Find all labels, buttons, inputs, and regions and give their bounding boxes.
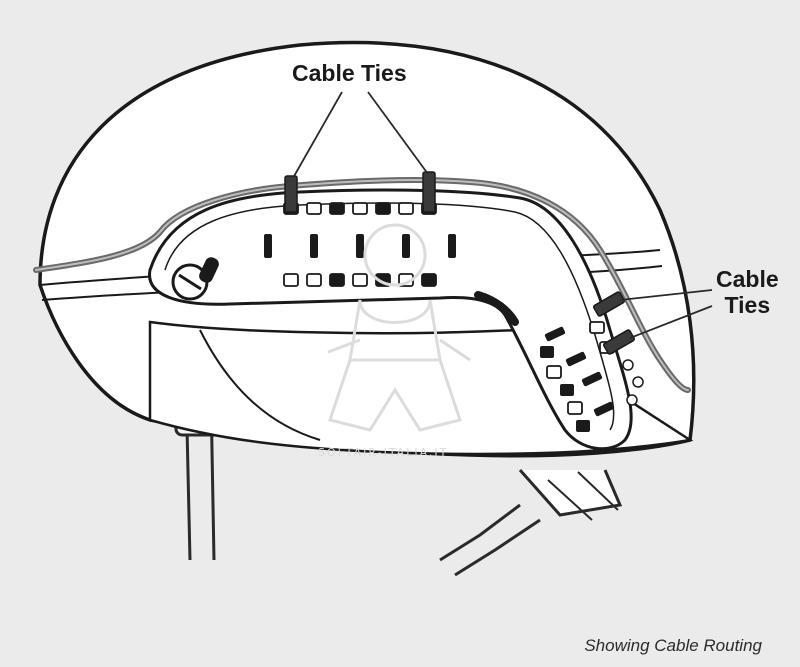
cable-tie-4 [602,329,636,355]
rail-middle-slots [264,234,456,258]
rail-rear-slots [474,291,644,432]
cable-ties-top [284,171,436,213]
callout-cable-ties-top: Cable Ties [292,60,407,86]
watermark-figure [327,223,471,432]
watermark-text: SOFTAIR-ITALIA.IT [318,446,449,459]
rear-harness [439,469,623,577]
cable-tie-1 [284,175,298,213]
callout-rear-line-2: Ties [724,292,771,319]
cable-tie-3 [592,291,626,317]
cable-tie-2 [422,171,436,213]
cable-ties-rear [592,291,636,355]
callout-leaders [292,91,713,339]
callout-cable-ties-rear: Cable Ties [716,266,779,319]
figure-caption: Showing Cable Routing [584,636,762,655]
callout-rear-line-1: Cable [716,266,779,292]
rail-top-slots [283,202,437,215]
rail-bottom-slots [283,273,437,287]
rail-mount-knob [171,257,219,301]
